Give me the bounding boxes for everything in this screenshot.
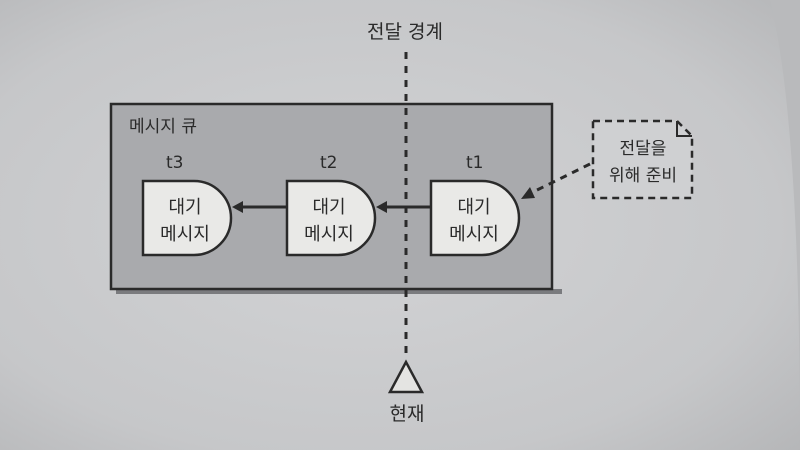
message-t1: t1 대기 메시지: [429, 153, 521, 257]
message-t2: t2 대기 메시지: [285, 153, 377, 257]
note-line2: 위해 준비: [609, 166, 677, 186]
boundary-label: 전달 경계: [367, 21, 443, 43]
queue-box-shadow: [116, 289, 562, 294]
message-time-label: t1: [466, 153, 483, 173]
message-label-line2: 메시지: [449, 224, 499, 245]
prepare-note: 전달을 위해 준비: [521, 119, 694, 200]
note-connector-line: [530, 162, 591, 195]
queue-arrows: [232, 201, 432, 213]
message-label-line1: 대기: [168, 197, 201, 218]
note-box: [591, 119, 694, 200]
page-edge-shadow: [770, 0, 800, 450]
message-time-label: t3: [166, 153, 183, 173]
message-shape: [141, 179, 233, 257]
now-label: 현재: [390, 403, 425, 425]
message-shape: [429, 179, 521, 257]
message-label-line1: 대기: [312, 197, 345, 218]
arrowhead-t2: [376, 201, 387, 213]
queue-title: 메시지 큐: [129, 117, 197, 137]
arrowhead-t3: [232, 201, 243, 213]
note-folded-corner: [676, 121, 692, 137]
note-connector-arrowhead: [521, 187, 535, 199]
message-time-label: t2: [320, 153, 337, 173]
message-label-line2: 메시지: [304, 224, 354, 245]
note-line1: 전달을: [620, 139, 667, 159]
message-t3: t3 대기 메시지: [141, 153, 233, 257]
now-triangle-icon: [387, 359, 425, 394]
message-shape: [285, 179, 377, 257]
message-label-line2: 메시지: [160, 224, 210, 245]
message-label-line1: 대기: [457, 197, 490, 218]
delivery-boundary: 전달 경계 현재: [367, 21, 443, 425]
